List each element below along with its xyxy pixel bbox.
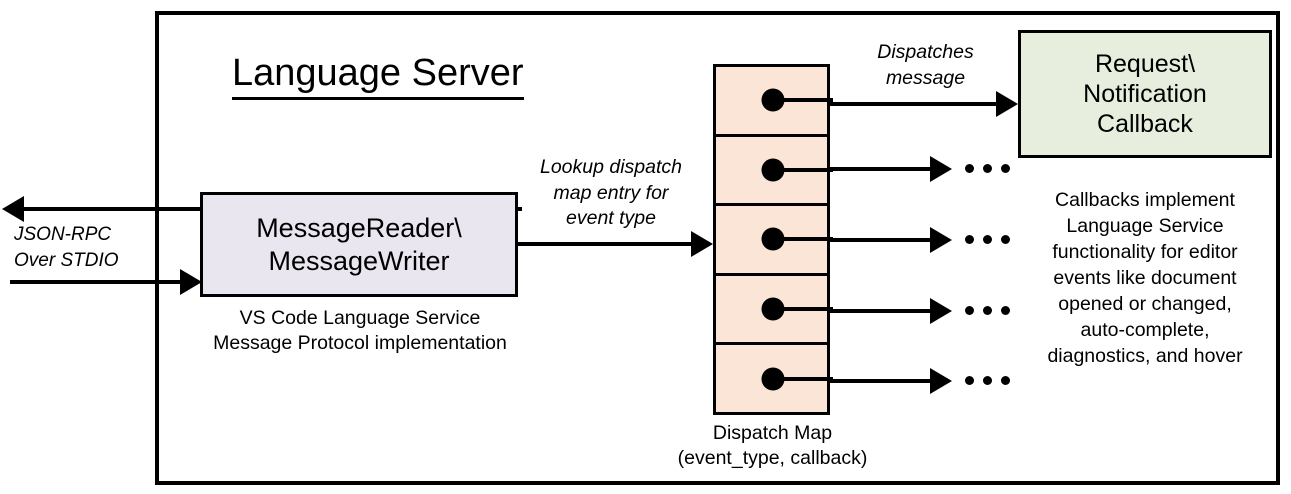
dispatch-map-row[interactable] bbox=[716, 67, 833, 137]
request-notification-callback-label: Request\ Notification Callback bbox=[1083, 50, 1207, 138]
dispatch-row-5-ellipsis bbox=[965, 376, 1010, 385]
dispatch-row-3-ellipsis bbox=[965, 235, 1010, 244]
dispatches-message-label: Dispatches message bbox=[877, 41, 974, 89]
dispatch-row-5-arrowhead bbox=[930, 368, 952, 394]
dispatch-entry-connector bbox=[773, 167, 833, 172]
dispatch-entry-connector bbox=[773, 237, 833, 242]
message-reader-writer-caption: VS Code Language Service Message Protoco… bbox=[213, 307, 507, 355]
dispatch-map-caption: Dispatch Map (event_type, callback) bbox=[677, 422, 868, 470]
dispatch-row-3-arrowhead bbox=[930, 227, 952, 253]
dispatch-entry-connector bbox=[773, 98, 833, 103]
dispatch-row-2-arrowhead bbox=[930, 156, 952, 182]
dispatch-map-table[interactable] bbox=[713, 64, 833, 415]
dispatch-map-row[interactable] bbox=[716, 275, 833, 346]
lookup-dispatch-line bbox=[518, 242, 693, 246]
dispatch-row-4-arrowhead bbox=[930, 298, 952, 324]
dispatch-row-4-ellipsis bbox=[965, 306, 1010, 315]
inbound-jsonrpc-arrowhead bbox=[180, 269, 202, 295]
dispatch-entry-dot bbox=[761, 158, 785, 182]
dispatch-row-1-arrowhead bbox=[996, 91, 1018, 117]
server-title-text: Language Server bbox=[232, 52, 524, 100]
dispatch-row-5-line bbox=[830, 379, 940, 383]
callback-caption: Callbacks implement Language Service fun… bbox=[1047, 189, 1243, 367]
language-server-boundary bbox=[155, 11, 1280, 485]
jsonrpc-channel-label: JSON-RPC Over STDIO bbox=[14, 224, 119, 271]
request-notification-callback-box[interactable]: Request\ Notification Callback bbox=[1018, 30, 1272, 158]
lookup-dispatch-label: Lookup dispatch map entry for event type bbox=[539, 156, 683, 230]
message-reader-writer-label: MessageReader\ MessageWriter bbox=[256, 212, 462, 276]
outbound-jsonrpc-arrowhead bbox=[2, 196, 24, 222]
dispatch-row-1-line bbox=[830, 102, 1014, 106]
message-reader-writer-box[interactable]: MessageReader\ MessageWriter bbox=[200, 192, 518, 297]
dispatch-entry-dot bbox=[761, 297, 785, 321]
dispatch-entry-connector bbox=[773, 307, 833, 312]
dispatch-entry-dot bbox=[761, 367, 785, 391]
dispatch-row-2-line bbox=[830, 167, 940, 171]
dispatch-row-2-ellipsis bbox=[965, 164, 1010, 173]
lookup-dispatch-arrowhead bbox=[691, 231, 713, 257]
dispatch-row-3-line bbox=[830, 238, 940, 242]
dispatch-entry-connector bbox=[773, 376, 833, 381]
dispatch-map-row[interactable] bbox=[716, 206, 833, 276]
page-title: Language Server bbox=[232, 52, 572, 100]
dispatch-entry-dot bbox=[761, 88, 785, 112]
inbound-jsonrpc-line bbox=[10, 280, 185, 284]
dispatch-map-row[interactable] bbox=[716, 136, 833, 207]
dispatch-entry-dot bbox=[761, 227, 785, 251]
dispatch-row-4-line bbox=[830, 309, 940, 313]
dispatch-map-row[interactable] bbox=[716, 345, 833, 412]
